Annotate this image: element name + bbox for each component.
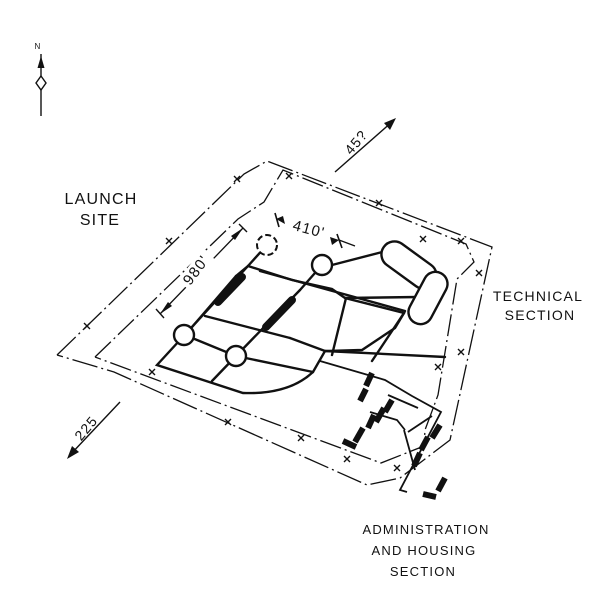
- outer-perimeter-fence: [56, 160, 493, 486]
- bearing-arrow-sw: 225: [67, 401, 121, 459]
- admin-housing-buildings: [319, 360, 448, 500]
- launch-pad: [224, 344, 248, 368]
- technical-buildings: [380, 240, 449, 326]
- admin-section-label: ADMINISTRATION AND HOUSING SECTION: [362, 522, 489, 579]
- launch-pad: [256, 234, 278, 256]
- admin-section-label-line1: ADMINISTRATION: [362, 522, 489, 537]
- bearing-arrow-ne: 45?: [334, 118, 396, 173]
- launch-pads: [172, 234, 334, 368]
- bearing-sw-label: 225: [71, 413, 101, 444]
- admin-section-label-line3: SECTION: [390, 564, 456, 579]
- inner-perimeter-fence: [94, 169, 475, 464]
- north-arrow-icon: N: [35, 42, 47, 116]
- launch-site-label: LAUNCH SITE: [65, 191, 138, 229]
- technical-section-label-line1: TECHNICAL: [493, 288, 583, 304]
- launch-site-label-line2: SITE: [80, 212, 120, 229]
- launch-site-label-line1: LAUNCH: [65, 191, 138, 208]
- launch-pad: [310, 253, 334, 277]
- technical-section-label-line2: SECTION: [505, 307, 576, 323]
- admin-section-label-line2: AND HOUSING: [372, 543, 477, 558]
- launch-pad: [172, 323, 196, 347]
- dimension-410: 410': [274, 212, 356, 249]
- dimension-980: 980': [155, 223, 248, 319]
- technical-section-label: TECHNICAL SECTION: [493, 288, 583, 323]
- north-label: N: [35, 42, 42, 51]
- dimension-410-label: 410': [291, 217, 327, 242]
- missile-bodies: [214, 273, 296, 331]
- bearing-ne-label: 45?: [341, 127, 371, 158]
